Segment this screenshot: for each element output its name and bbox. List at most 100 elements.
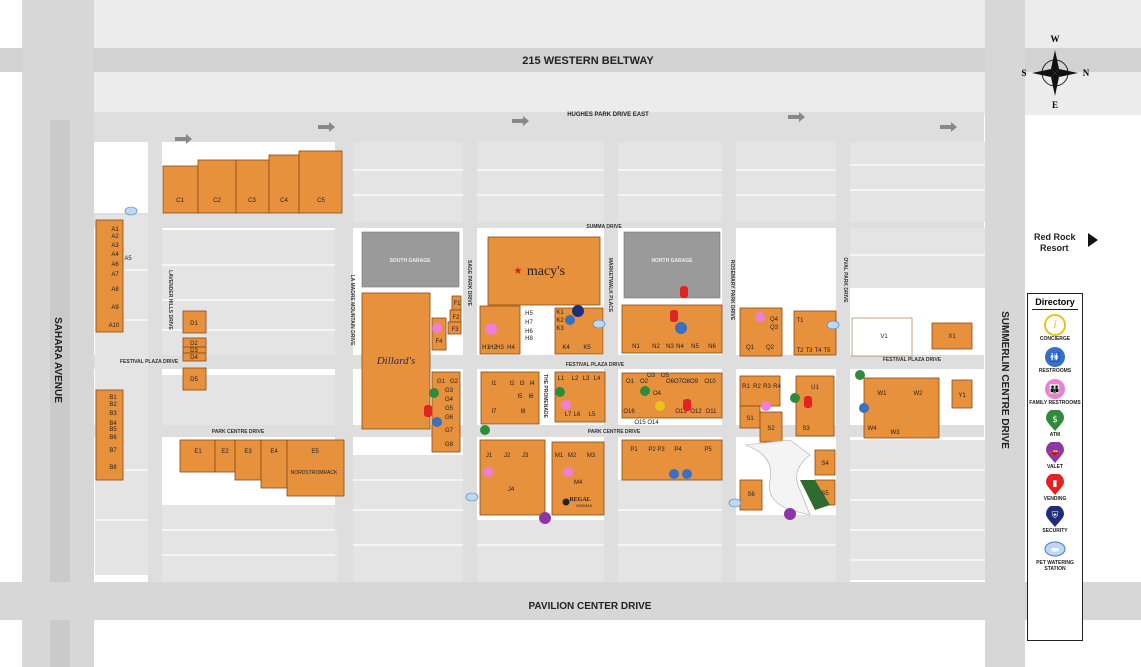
label-E3: E3	[244, 449, 252, 455]
label-S4: S4	[821, 461, 829, 467]
restrooms-icon[interactable]	[432, 417, 442, 427]
dillards-store[interactable]	[361, 292, 431, 430]
restrooms-icon[interactable]	[565, 315, 575, 325]
south-garage	[361, 231, 460, 288]
restrooms-icon[interactable]	[669, 469, 679, 479]
north-garage	[623, 231, 721, 299]
store-F4[interactable]	[431, 317, 447, 351]
store-A-block[interactable]	[95, 219, 124, 333]
store-C3[interactable]	[235, 159, 270, 214]
valet-icon[interactable]	[539, 512, 551, 524]
pet-watering-icon[interactable]	[728, 498, 742, 508]
pet-watering-icon[interactable]	[826, 320, 840, 330]
store-X1[interactable]	[931, 322, 973, 350]
store-O-block[interactable]	[621, 372, 723, 419]
label-B4: B4	[109, 421, 117, 427]
label-A6: A6	[111, 262, 119, 268]
store-I-block[interactable]	[480, 371, 540, 425]
store-T-block[interactable]	[793, 310, 837, 356]
atm-icon[interactable]	[429, 388, 439, 398]
store-Y1[interactable]	[951, 379, 973, 409]
pet-watering-icon[interactable]	[465, 492, 479, 502]
label-B6: B6	[109, 435, 117, 441]
label-P3: P3	[657, 447, 665, 453]
atm-icon[interactable]	[640, 386, 650, 396]
restrooms-icon[interactable]	[675, 322, 687, 334]
store-E3[interactable]	[234, 439, 262, 481]
family-restrooms-icon[interactable]	[563, 467, 573, 477]
family-restrooms-icon[interactable]	[761, 401, 771, 411]
concierge-icon[interactable]	[655, 401, 665, 411]
store-C2[interactable]	[197, 159, 237, 214]
store-J-block[interactable]	[479, 439, 546, 516]
label-B2: B2	[109, 402, 117, 408]
label-F2: F2	[452, 315, 460, 321]
label-A7: A7	[111, 272, 119, 278]
valet-icon-glyph: 🚗	[1049, 447, 1060, 457]
macys-store[interactable]	[487, 236, 601, 306]
family-restrooms-icon[interactable]	[432, 323, 442, 333]
family-restrooms-icon[interactable]	[561, 400, 571, 410]
lavender-label: LAVENDER HILLS DRIVE	[167, 270, 173, 330]
store-E5[interactable]	[286, 439, 345, 497]
pet-watering-icon[interactable]	[124, 206, 138, 216]
arrow-right-icon	[1088, 233, 1098, 247]
store-S4[interactable]	[814, 449, 836, 476]
store-F3[interactable]	[447, 321, 462, 335]
store-S3-U1[interactable]	[795, 375, 835, 437]
atm-icon[interactable]	[555, 387, 565, 397]
atm-icon[interactable]	[480, 425, 490, 435]
label-O12: O12	[690, 409, 702, 415]
pet-watering-icon[interactable]	[592, 319, 606, 329]
label-O16: O16	[623, 409, 635, 415]
family-restrooms-icon[interactable]	[485, 323, 497, 335]
store-blocks	[95, 150, 973, 516]
valet-icon[interactable]	[784, 508, 796, 520]
label-W3: W3	[891, 430, 901, 436]
atm-icon[interactable]	[790, 393, 800, 403]
label-M2: M2	[568, 453, 577, 459]
store-C4[interactable]	[268, 154, 300, 214]
restrooms-icon[interactable]	[859, 403, 869, 413]
label-T3: T3	[805, 348, 813, 354]
store-R-block[interactable]	[739, 375, 781, 407]
store-S6[interactable]	[739, 479, 763, 511]
store-L-block[interactable]	[554, 371, 606, 423]
store-W-block[interactable]	[863, 377, 940, 439]
restrooms-icon[interactable]	[682, 469, 692, 479]
label-O8: O8	[682, 379, 691, 385]
summerlin-label: SUMMERLIN CENTRE DRIVE	[999, 311, 1010, 449]
atm-icon[interactable]	[855, 370, 865, 380]
beltway-label: 215 WESTERN BELTWAY	[522, 55, 654, 67]
label-O5: O5	[661, 373, 670, 379]
family-restrooms-icon[interactable]	[755, 312, 765, 322]
store-D5[interactable]	[182, 367, 207, 391]
label-H8: H8	[525, 336, 533, 342]
store-D4[interactable]	[182, 352, 207, 362]
store-C5[interactable]	[298, 150, 343, 214]
store-E2[interactable]	[214, 439, 236, 473]
store-V1[interactable]	[851, 317, 913, 357]
vending-icon[interactable]	[680, 286, 688, 298]
directory-item: $ATM	[1028, 410, 1082, 438]
label-G1: G1	[437, 379, 446, 385]
vending-icon[interactable]	[683, 399, 691, 411]
vending-icon[interactable]	[670, 310, 678, 322]
compass-e: E	[1052, 100, 1058, 110]
vending-icon[interactable]	[804, 396, 812, 408]
store-D1[interactable]	[182, 310, 207, 334]
store-E1[interactable]	[179, 439, 216, 473]
store-G-block[interactable]	[431, 371, 461, 453]
vending-icon[interactable]	[424, 405, 432, 417]
family-restrooms-icon[interactable]	[483, 467, 493, 477]
security-icon[interactable]	[572, 305, 584, 317]
store-M-block[interactable]	[551, 441, 605, 516]
compass-w: W	[1051, 34, 1060, 44]
label-Q1: Q1	[746, 345, 755, 351]
label-S6: S6	[747, 492, 755, 498]
market-label: MARKETWALK PLACE	[607, 258, 613, 313]
store-E4[interactable]	[260, 439, 288, 489]
store-C1[interactable]	[162, 165, 199, 214]
label-C3: C3	[248, 198, 256, 204]
store-B-block[interactable]	[95, 389, 124, 481]
